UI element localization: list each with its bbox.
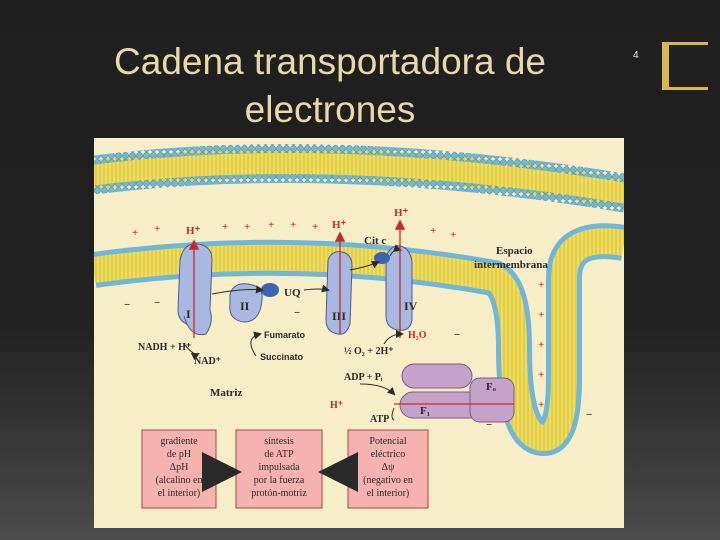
svg-text:protón-motriz: protón-motriz [251, 488, 307, 499]
complex-label-ii: II [240, 299, 250, 313]
cyt-c-label: Cit c [364, 235, 386, 247]
cyt-c-blob [374, 252, 390, 264]
proton-label-iv: H⁺ [394, 207, 409, 219]
svg-text:el interior): el interior) [158, 488, 200, 499]
svg-text:(alcalino en: (alcalino en [156, 475, 203, 486]
svg-text:+: + [154, 223, 160, 235]
space-label-2: intermembrana [474, 259, 548, 271]
slide-number: 4 [633, 50, 639, 61]
svg-text:de ATP: de ATP [264, 449, 294, 460]
svg-text:de pH: de pH [167, 449, 191, 460]
slide-title-line-1: Cadena transportadora de [80, 38, 580, 86]
svg-text:+: + [290, 219, 296, 231]
svg-text:+: + [268, 219, 274, 231]
svg-text:−: − [454, 329, 460, 341]
svg-text:Δψ: Δψ [382, 462, 395, 473]
water-label: H₂O [408, 330, 427, 341]
svg-text:impulsada: impulsada [258, 462, 300, 473]
proton-label-iii: H⁺ [332, 219, 347, 231]
svg-text:+: + [244, 221, 250, 233]
svg-text:−: − [294, 307, 300, 319]
complex-label-iv: IV [404, 299, 418, 313]
svg-text:+: + [430, 225, 436, 237]
svg-text:+: + [132, 227, 138, 239]
oxygen-reaction-label: ½ O₂ + 2H⁺ [344, 346, 394, 357]
svg-text:+: + [538, 279, 544, 291]
slide-title: Cadena transportadora de electrones [80, 38, 580, 134]
svg-text:(negativo en: (negativo en [363, 475, 413, 486]
svg-text:+: + [538, 309, 544, 321]
proton-label-i: H⁺ [186, 225, 201, 237]
svg-text:+: + [222, 221, 228, 233]
complex-i: I [178, 244, 212, 335]
complex-label-iii: III [332, 309, 346, 323]
svg-text:+: + [538, 399, 544, 411]
svg-text:por la fuerza: por la fuerza [254, 475, 305, 486]
svg-text:+: + [538, 369, 544, 381]
atp-synthase [394, 364, 514, 422]
svg-text:+: + [312, 221, 318, 233]
matrix-label: Matriz [210, 387, 242, 399]
adp-label: ADP + Pᵢ [344, 372, 383, 383]
svg-text:−: − [586, 409, 592, 421]
fumarato-label: Fumarato [264, 330, 306, 340]
svg-text:−: − [154, 297, 160, 309]
nad-label: NAD⁺ [194, 356, 221, 367]
svg-text:+: + [450, 229, 456, 241]
outer-membrane [94, 148, 624, 208]
accent-bar-top [662, 42, 708, 45]
fo-label: Fₒ [486, 381, 496, 393]
atp-label: ATP [370, 414, 389, 425]
f1-label: F₁ [420, 405, 430, 417]
slide-title-line-2: electrones [80, 86, 580, 134]
accent-bar-bottom [662, 87, 708, 90]
figure-svg: Espacio intermembrana I II III IV Cit c [94, 138, 624, 528]
nadh-label: NADH + H⁺ [138, 342, 191, 353]
svg-text:−: − [124, 299, 130, 311]
svg-text:síntesis: síntesis [264, 436, 294, 447]
svg-text:gradiente: gradiente [160, 436, 198, 447]
complex-iii: III [326, 252, 352, 335]
space-label-1: Espacio [496, 245, 533, 257]
electron-transport-figure: Espacio intermembrana I II III IV Cit c [94, 138, 624, 528]
svg-text:+: + [538, 339, 544, 351]
uq-label: UQ [284, 287, 301, 299]
accent-bar-vertical [662, 42, 669, 90]
svg-text:ΔpH: ΔpH [170, 462, 189, 473]
complex-label-i: I [186, 307, 191, 321]
svg-text:el interior): el interior) [367, 488, 409, 499]
svg-text:eléctrico: eléctrico [371, 449, 405, 460]
uq-blob [261, 283, 279, 297]
svg-text:Potencial: Potencial [369, 436, 406, 447]
succinato-label: Succinato [260, 352, 304, 362]
accent-bracket [662, 42, 708, 90]
proton-label-atp: H⁺ [330, 400, 343, 411]
